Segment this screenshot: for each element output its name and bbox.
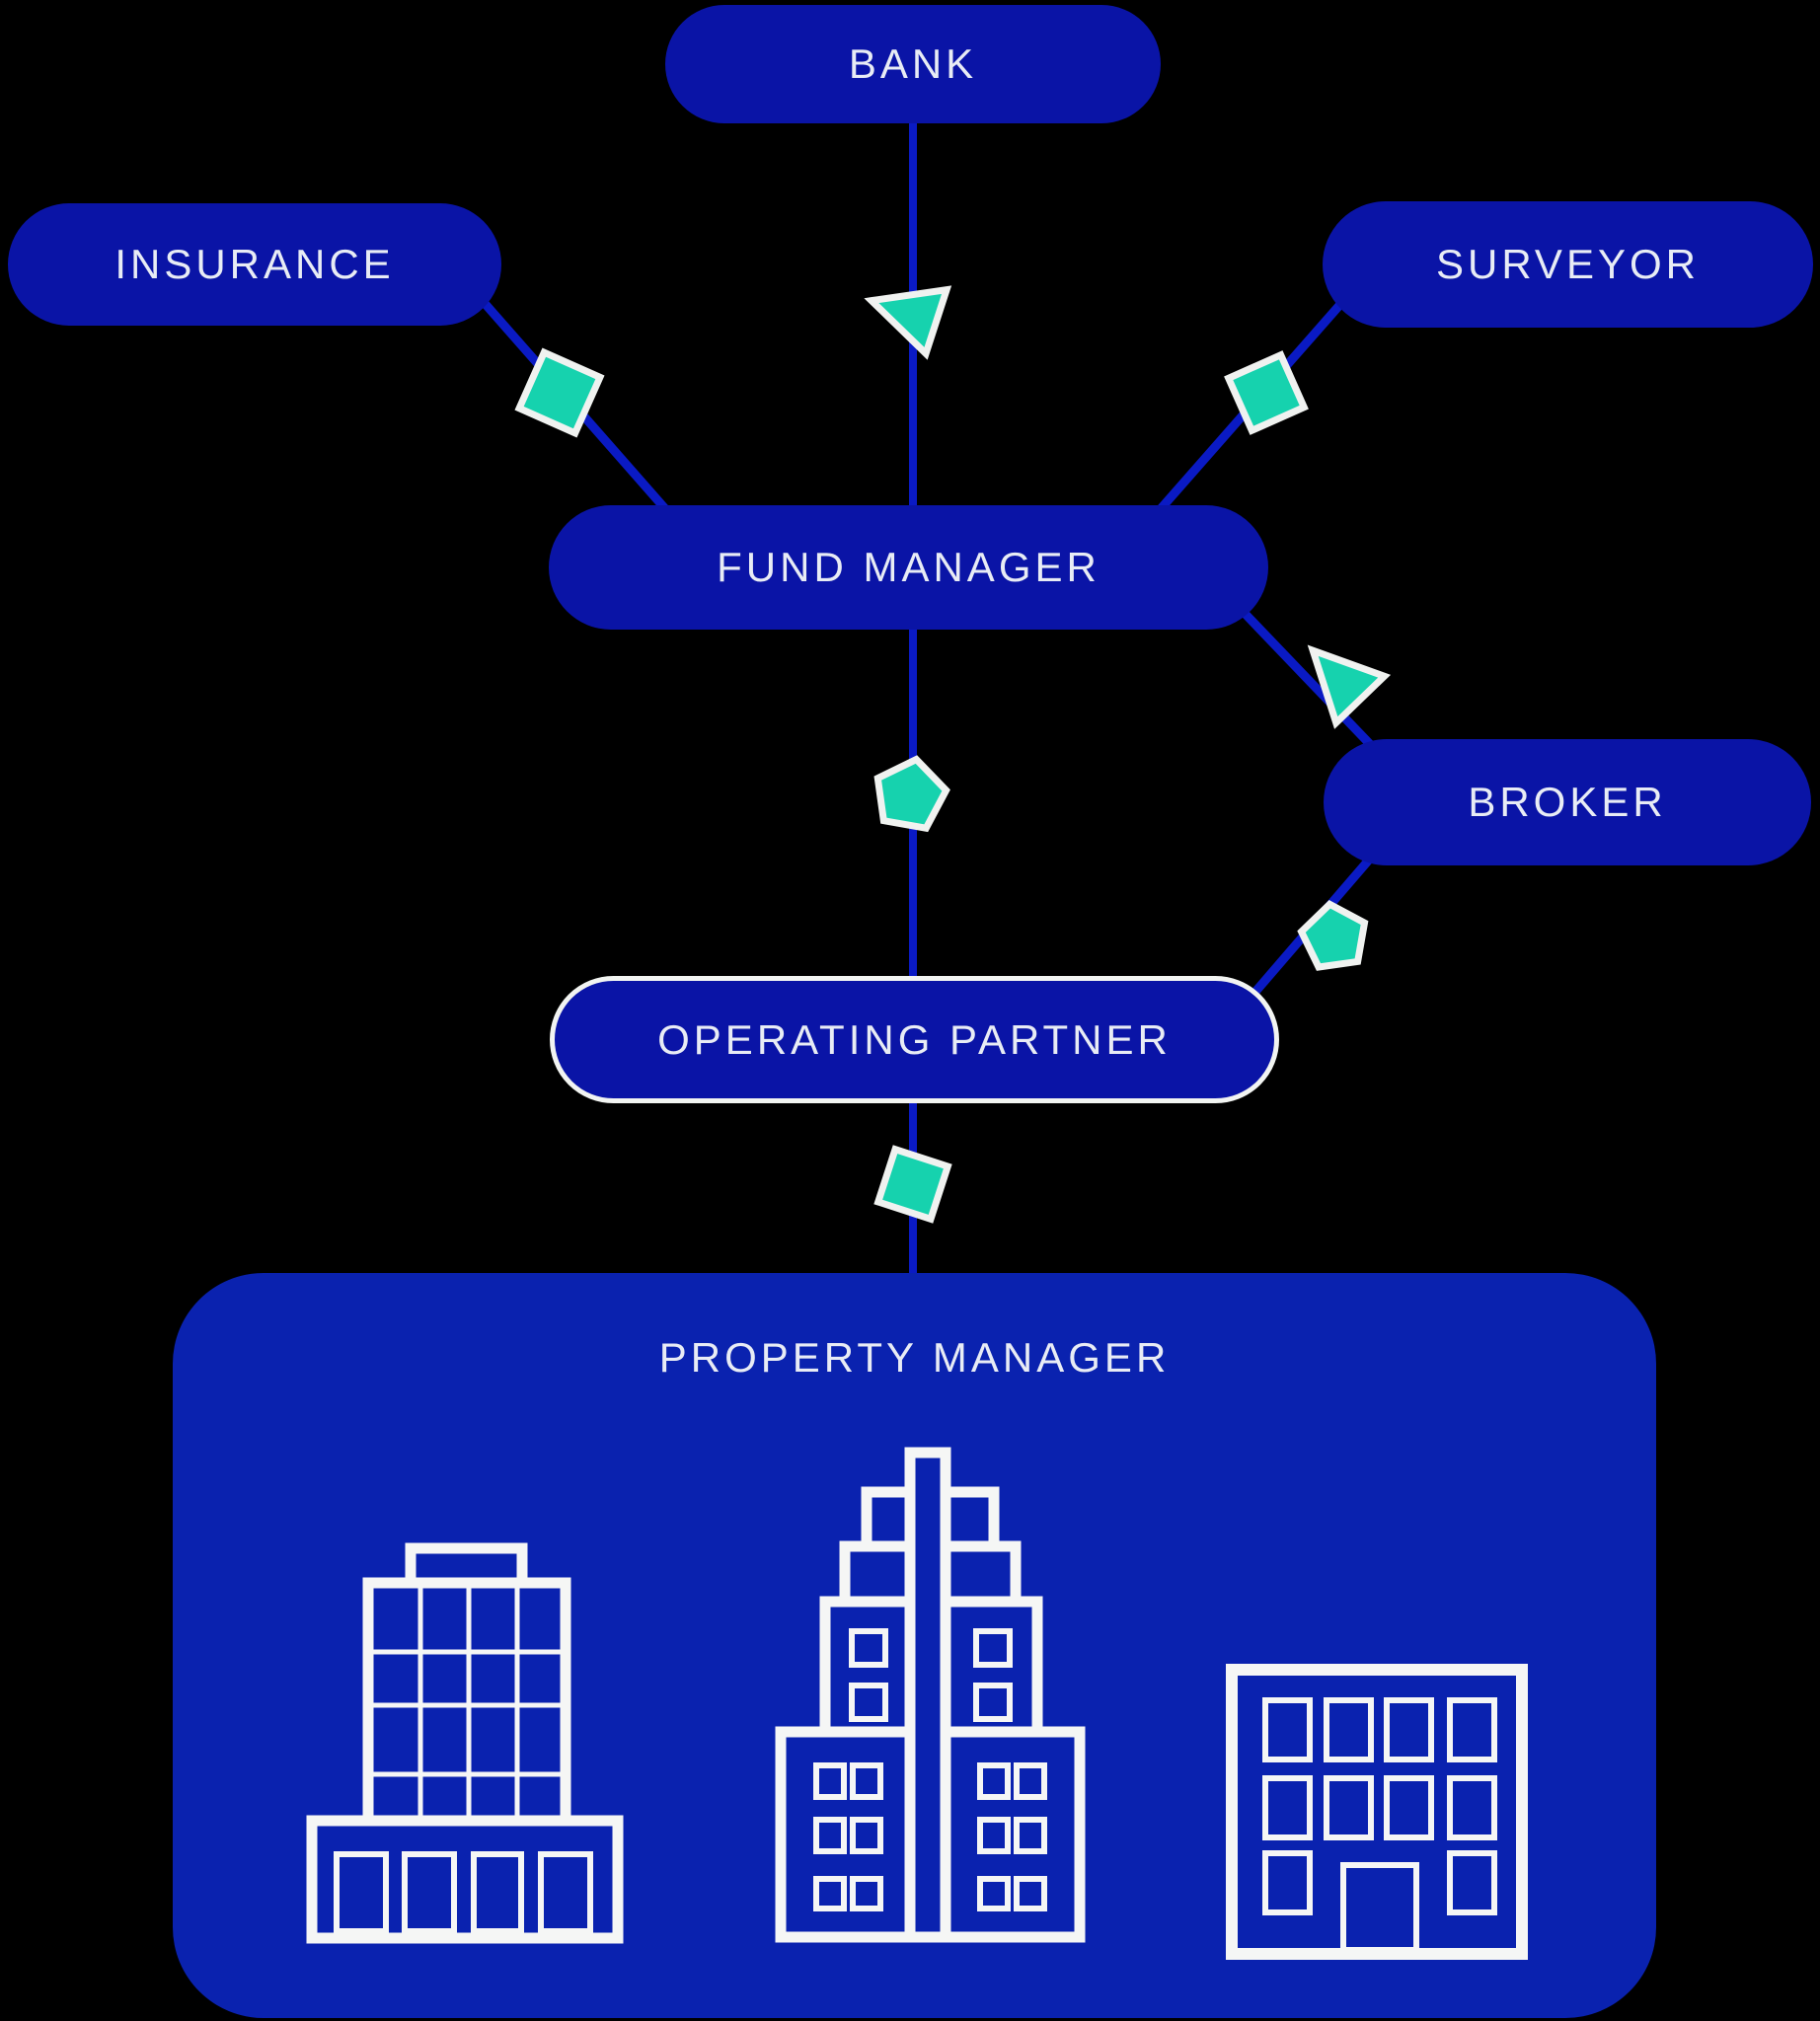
node-fund-manager-label: FUND MANAGER (717, 544, 1100, 590)
diamond-marker-property (873, 1145, 952, 1224)
node-property-manager-label: PROPERTY MANAGER (658, 1334, 1171, 1381)
node-broker: BROKER (1324, 739, 1811, 865)
node-bank-label: BANK (848, 40, 978, 87)
node-surveyor: SURVEYOR (1323, 201, 1813, 328)
node-surveyor-label: SURVEYOR (1436, 241, 1700, 287)
triangle-arrow-marker-broker (1307, 644, 1392, 729)
diamond-marker-surveyor (1224, 350, 1309, 435)
node-insurance: INSURANCE (8, 203, 501, 326)
triangle-arrow-marker-bank (864, 285, 952, 360)
connector-line-broker-top (1232, 600, 1394, 769)
diamond-marker-insurance (514, 347, 605, 438)
node-bank: BANK (665, 5, 1161, 123)
pentagon-marker-center (873, 755, 950, 833)
node-broker-label: BROKER (1468, 779, 1667, 825)
office-tower-building-icon (306, 1542, 624, 1944)
pentagon-marker-broker (1297, 900, 1369, 971)
stepped-skyscraper-building-icon (775, 1447, 1086, 1943)
node-operating-partner-label: OPERATING PARTNER (657, 1015, 1172, 1063)
apartment-block-building-icon (1226, 1664, 1528, 1960)
node-insurance-label: INSURANCE (114, 241, 395, 287)
node-fund-manager: FUND MANAGER (549, 505, 1268, 630)
node-operating-partner: OPERATING PARTNER (550, 976, 1279, 1103)
